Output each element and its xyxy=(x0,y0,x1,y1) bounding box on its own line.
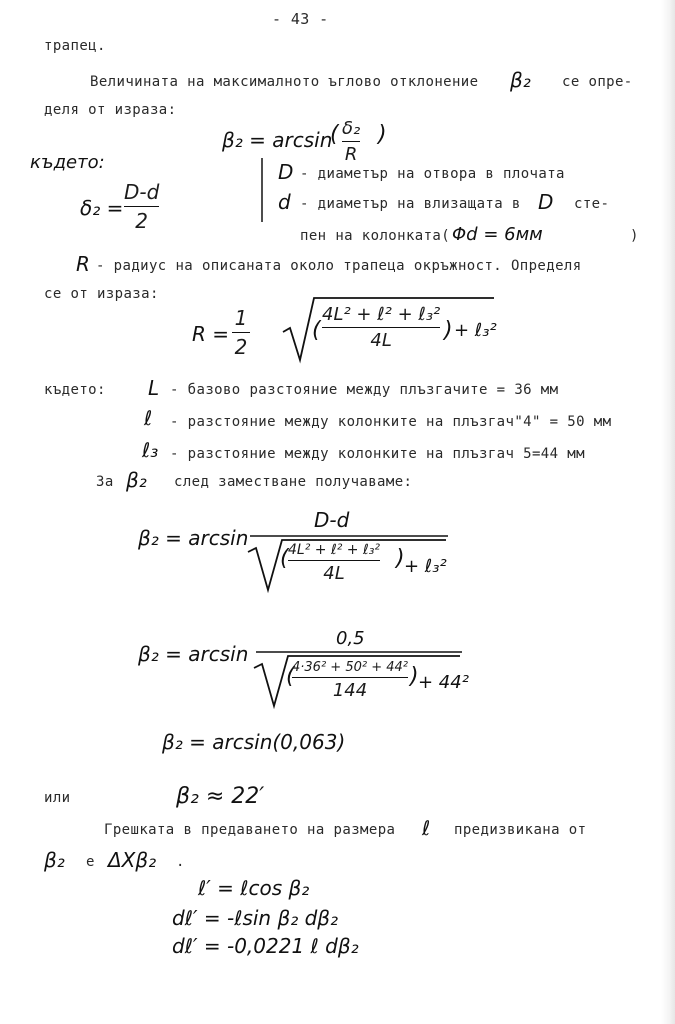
symbol-l: ℓ xyxy=(144,406,153,430)
text-close-paren: ) xyxy=(630,228,639,244)
formula1-paren-open: ( xyxy=(280,546,289,571)
formula-beta2-arcsin: β₂ = arcsin xyxy=(222,128,333,152)
symbol-L: L xyxy=(148,376,160,400)
symbol-d: d xyxy=(278,190,291,214)
sqrt-sign-f1 xyxy=(247,539,446,594)
page-number: - 43 - xyxy=(272,10,329,28)
formula-phi-d: Φd = 6мм xyxy=(452,224,543,245)
formula-e3: dℓ′ = -0,0221 ℓ dβ₂ xyxy=(172,934,359,958)
fraction-bar xyxy=(124,206,160,207)
fraction-numerator: δ₂ xyxy=(342,118,361,139)
fraction-D-minus-d-over-2: D-d 2 xyxy=(124,180,160,233)
label-kadeto: където: xyxy=(44,382,106,398)
symbol-D: D xyxy=(278,160,294,184)
fraction-denominator: R xyxy=(344,144,358,165)
text-l-description: - разстояние между колонките на плъзгач"… xyxy=(170,414,612,430)
fraction-denominator: 144 xyxy=(332,680,368,701)
formula2-paren-open: ( xyxy=(286,664,295,689)
text-R-description-line2: се от израза: xyxy=(44,286,159,302)
text-line-trapets: трапец. xyxy=(44,38,106,54)
text-D-description: - диаметър на отвора в плочата xyxy=(300,166,565,182)
text-d-description-cont: сте- xyxy=(574,196,610,212)
text-R-description: - радиус на описаната около трапеца окръ… xyxy=(96,258,582,274)
formula2-paren-close: ) xyxy=(410,664,419,689)
fraction-denominator: 4L xyxy=(323,563,345,584)
fraction-bar xyxy=(322,327,441,328)
text-predizvikana: предизвикана от xyxy=(454,822,587,838)
fraction-bar xyxy=(232,332,250,333)
formula1-lhs: β₂ = arcsin xyxy=(138,526,249,550)
formula1-paren-close: ) xyxy=(396,546,405,571)
formula1-plus: + ℓ₃² xyxy=(404,556,447,577)
fraction-denominator: 2 xyxy=(234,335,248,359)
fraction-numerator: D-d xyxy=(124,180,160,204)
sqrt-sign-f2 xyxy=(253,655,460,710)
symbol-R: R xyxy=(76,252,90,276)
fraction-numerator: 4·36² + 50² + 44² xyxy=(292,660,408,675)
formula3: β₂ = arcsin(0,063) xyxy=(162,730,346,754)
symbol-D-inline: D xyxy=(538,190,554,214)
page-edge-shadow xyxy=(661,0,675,1024)
formula-paren-close: ) xyxy=(378,122,387,147)
symbol-l3: ℓ₃ xyxy=(142,438,159,462)
formula-delta-x: ΔXβ₂ xyxy=(108,848,157,872)
formula-e1: ℓ′ = ℓcos β₂ xyxy=(198,876,310,900)
text-line-delya: деля от израза: xyxy=(44,102,177,118)
text-line-velichinata: Величината на максималното ъглово отклон… xyxy=(90,74,479,90)
text-period: . xyxy=(176,854,185,870)
formula4: β₂ ≈ 22′ xyxy=(176,784,265,809)
text-d-description-line2: пен на колонката( xyxy=(300,228,451,244)
formula2-plus: + 44² xyxy=(418,672,469,693)
formula1-inner-fraction: 4L² + ℓ² + ℓ₃² 4L xyxy=(288,542,380,584)
formula2-numerator: 0,5 xyxy=(336,628,365,649)
symbol-l-error: ℓ xyxy=(422,816,431,840)
text-d-description: - диаметър на влизащата в xyxy=(300,196,521,212)
formula1-numerator: D-d xyxy=(314,508,350,532)
fraction-bar xyxy=(292,677,408,678)
text-ili: или xyxy=(44,790,71,806)
fraction-denominator: 2 xyxy=(135,209,149,233)
label-kadeto-handwritten: където: xyxy=(30,152,105,173)
formula-paren-open: ( xyxy=(330,122,339,147)
text-e: е xyxy=(86,854,95,870)
symbol-beta2-za: β₂ xyxy=(126,468,147,492)
text-sled-zamestvane: след заместване получаваме: xyxy=(174,474,413,490)
formula-R-eq: R = xyxy=(192,322,230,346)
formula-e2: dℓ′ = -ℓsin β₂ dβ₂ xyxy=(172,906,339,930)
fraction-R-inner: 4L² + ℓ² + ℓ₃² 4L xyxy=(322,304,441,351)
formula-plus-l3sq: + ℓ₃² xyxy=(454,320,497,341)
sqrt-sign-R xyxy=(282,297,494,364)
text-za: За xyxy=(96,474,114,490)
formula2-inner-fraction: 4·36² + 50² + 44² 144 xyxy=(292,660,408,701)
fraction-bar xyxy=(342,141,361,142)
text-L-description: - базово разстояние между плъзгачите = 3… xyxy=(170,382,559,398)
formula-delta2-eq: δ₂ = xyxy=(80,196,124,220)
text-line-se-opre: се опре- xyxy=(562,74,633,90)
fraction-numerator: 1 xyxy=(234,306,248,330)
formula2-lhs: β₂ = arcsin xyxy=(138,642,249,666)
fraction-delta2-over-R: δ₂ R xyxy=(342,118,361,165)
fraction-denominator: 4L xyxy=(370,330,392,351)
symbol-beta2: β₂ xyxy=(510,68,531,92)
fraction-bar xyxy=(288,560,380,561)
paren-close-R: ) xyxy=(444,318,453,343)
fraction-one-half: 1 2 xyxy=(232,306,250,359)
text-l3-description: - разстояние между колонките на плъзгач … xyxy=(170,446,585,462)
text-greshkata: Грешката в предаването на размера xyxy=(104,822,396,838)
symbol-beta2-error: β₂ xyxy=(44,848,65,872)
fraction-numerator: 4L² + ℓ² + ℓ₃² xyxy=(322,304,441,325)
fraction-numerator: 4L² + ℓ² + ℓ₃² xyxy=(288,542,380,558)
paren-open-R: ( xyxy=(312,318,321,343)
